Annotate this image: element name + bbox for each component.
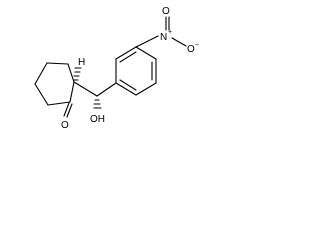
nitro-nitrogen-label: N (160, 32, 167, 43)
bond-carbinol-to-phenyl (96, 82, 117, 97)
nitro-bond-to-bottom-oxygen (171, 37, 187, 47)
benzene-bond-5 (135, 82, 157, 96)
benzene-bond-6 (115, 82, 137, 96)
ring-bond-c5-c1 (47, 101, 71, 106)
benzene-bond-2 (115, 46, 137, 60)
ketone-double-bond (63, 102, 73, 118)
benzene-bond-3 (135, 46, 157, 60)
ring-bond-c2-stereo (67, 63, 75, 83)
benzene-inner-bond-1 (119, 51, 137, 63)
ketone-oxygen-label: O (61, 120, 69, 131)
benzene-inner-bond-3 (119, 79, 137, 91)
oxygen-charge-label: − (195, 42, 199, 49)
hydroxyl-label: OH (90, 114, 105, 125)
nitrogen-charge-label: + (168, 29, 172, 36)
ring-bond-c3-c4 (34, 62, 48, 85)
stereo-hydrogen-label: H (78, 57, 85, 68)
ring-bond-c1-c2 (69, 81, 75, 103)
nitro-top-oxygen-label: O (162, 6, 170, 17)
ring-bond-c4-c5 (34, 83, 49, 106)
carbonyl-bond-line-2 (66, 103, 73, 118)
nitro-group: N + O O − (160, 6, 199, 55)
benzene-ring (115, 46, 157, 96)
ring-bond-c2-c3 (46, 62, 69, 65)
bond-ring-to-carbinol (73, 81, 98, 97)
bond-phenyl-to-nitrogen (135, 35, 159, 48)
cyclopentanone-ring (34, 62, 75, 106)
carbonyl-bond-line-1 (63, 102, 70, 117)
chemical-structure-diagram: O H OH N + O O − (34, 6, 199, 131)
nitro-bottom-oxygen-label: O (187, 44, 195, 55)
stereo-hash-bond (73, 67, 82, 81)
hydroxyl-hash-bond (93, 99, 102, 109)
